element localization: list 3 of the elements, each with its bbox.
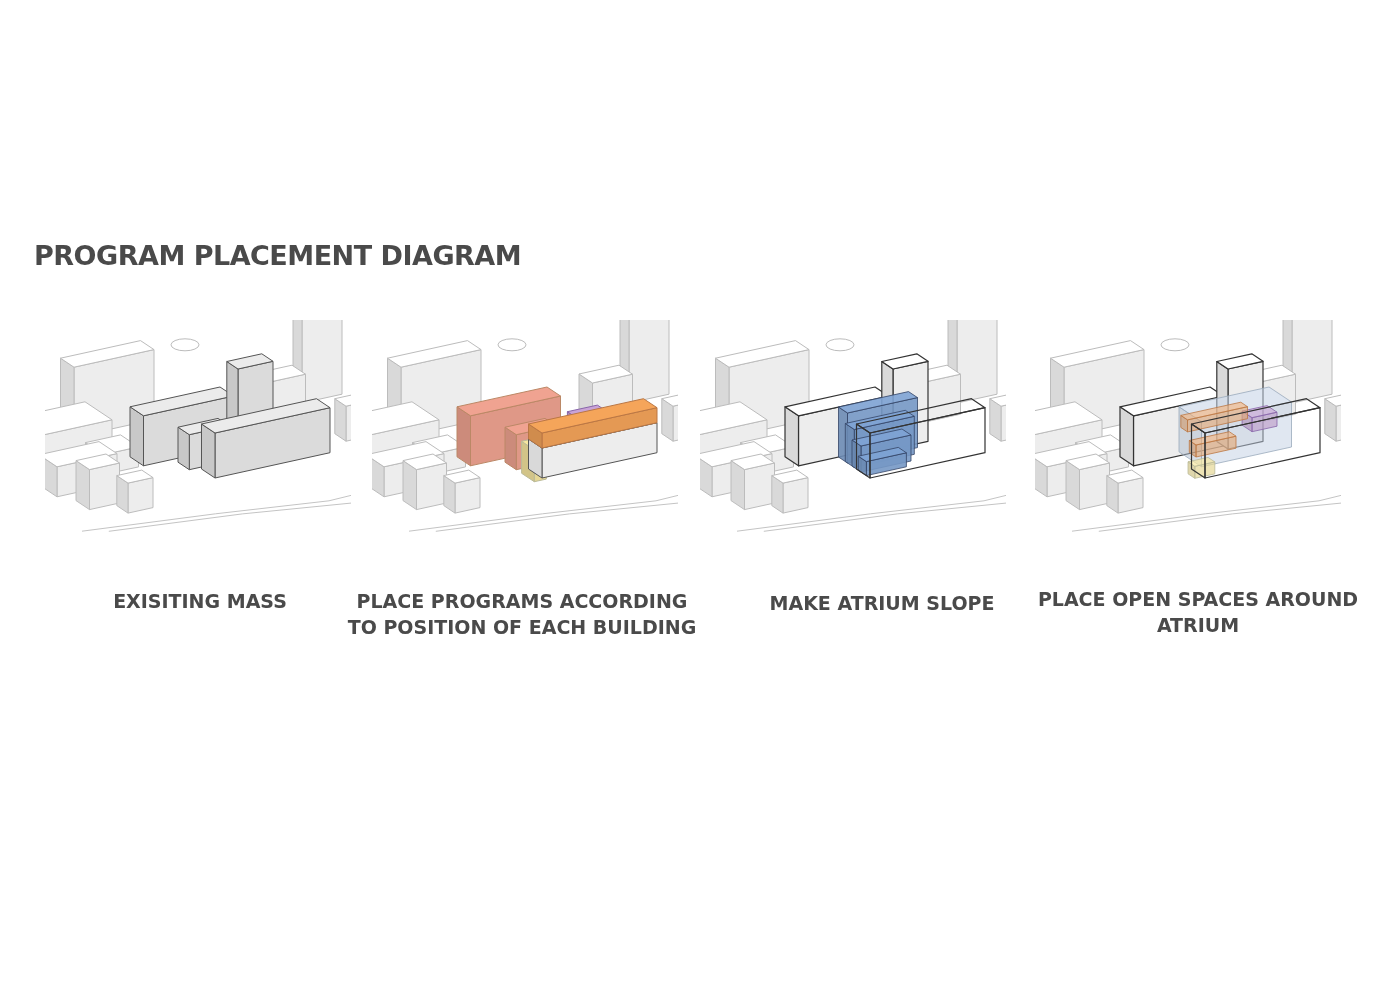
diagram-title: PROGRAM PLACEMENT DIAGRAM — [34, 240, 522, 271]
step-caption: PLACE PROGRAMS ACCORDING TO POSITION OF EACH BUILDING — [346, 589, 698, 640]
step-caption: PLACE OPEN SPACES AROUND ATRIUM — [1036, 587, 1360, 638]
